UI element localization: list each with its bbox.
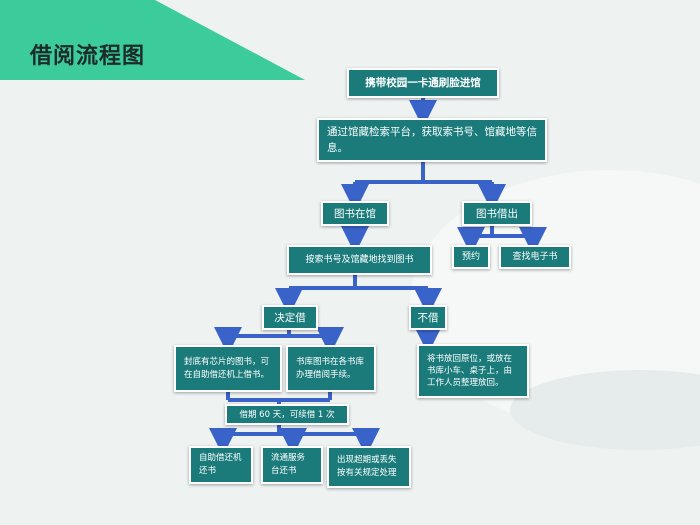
- node-return-instruction-label: 将书放回原位，或放在书库小车、桌子上，由工作人员整理放回。: [427, 354, 513, 388]
- node-self-return: 自助借还机还书: [189, 446, 253, 484]
- node-stack-books: 书库图书在各书库办理借阅手续。: [286, 345, 376, 392]
- node-checked-out: 图书借出: [462, 201, 532, 226]
- title-accent-shape: [0, 0, 305, 80]
- node-checked-out-label: 图书借出: [476, 207, 518, 220]
- node-search-platform-label: 通过馆藏检索平台，获取索书号、馆藏地等信息。: [327, 126, 537, 154]
- node-entry-label: 携带校园一卡通刷脸进馆: [365, 77, 481, 89]
- node-decide-borrow-label: 决定借: [274, 311, 306, 324]
- slide-title: 借阅流程图: [30, 44, 146, 69]
- node-desk-return: 流通服务台还书: [261, 446, 323, 484]
- node-reserve-label: 预约: [461, 252, 480, 262]
- node-reserve: 预约: [452, 245, 490, 269]
- node-find-ebook-label: 查找电子书: [512, 252, 558, 262]
- node-locate-book-label: 按索书号及馆藏地找到图书: [305, 255, 414, 265]
- node-stack-books-label: 书库图书在各书库办理借阅手续。: [296, 356, 365, 380]
- title-band: [0, 0, 305, 80]
- node-self-return-label: 自助借还机还书: [199, 453, 242, 476]
- node-not-borrow-label: 不借: [417, 311, 439, 324]
- node-overdue: 出现超期或丢失按有关规定处理: [327, 446, 411, 488]
- node-entry: 携带校园一卡通刷脸进馆: [347, 68, 499, 98]
- node-loan-period-label: 借期 60 天，可续借 1 次: [239, 409, 335, 420]
- node-return-instruction: 将书放回原位，或放在书库小车、桌子上，由工作人员整理放回。: [417, 344, 529, 398]
- node-desk-return-label: 流通服务台还书: [271, 453, 306, 476]
- node-chip-books-label: 封底有芯片的图书，可在自助借还机上借书。: [184, 356, 270, 380]
- node-not-borrow: 不借: [409, 305, 447, 330]
- node-find-ebook: 查找电子书: [499, 245, 571, 269]
- node-in-library-label: 图书在馆: [334, 207, 376, 220]
- node-search-platform: 通过馆藏检索平台，获取索书号、馆藏地等信息。: [317, 118, 547, 162]
- node-locate-book: 按索书号及馆藏地找到图书: [287, 245, 432, 275]
- node-overdue-label: 出现超期或丢失按有关规定处理: [337, 455, 397, 478]
- background-ellipse: [510, 370, 700, 450]
- node-decide-borrow: 决定借: [262, 305, 318, 330]
- node-in-library: 图书在馆: [321, 201, 389, 226]
- node-chip-books: 封底有芯片的图书，可在自助借还机上借书。: [174, 345, 282, 392]
- node-loan-period: 借期 60 天，可续借 1 次: [225, 404, 349, 425]
